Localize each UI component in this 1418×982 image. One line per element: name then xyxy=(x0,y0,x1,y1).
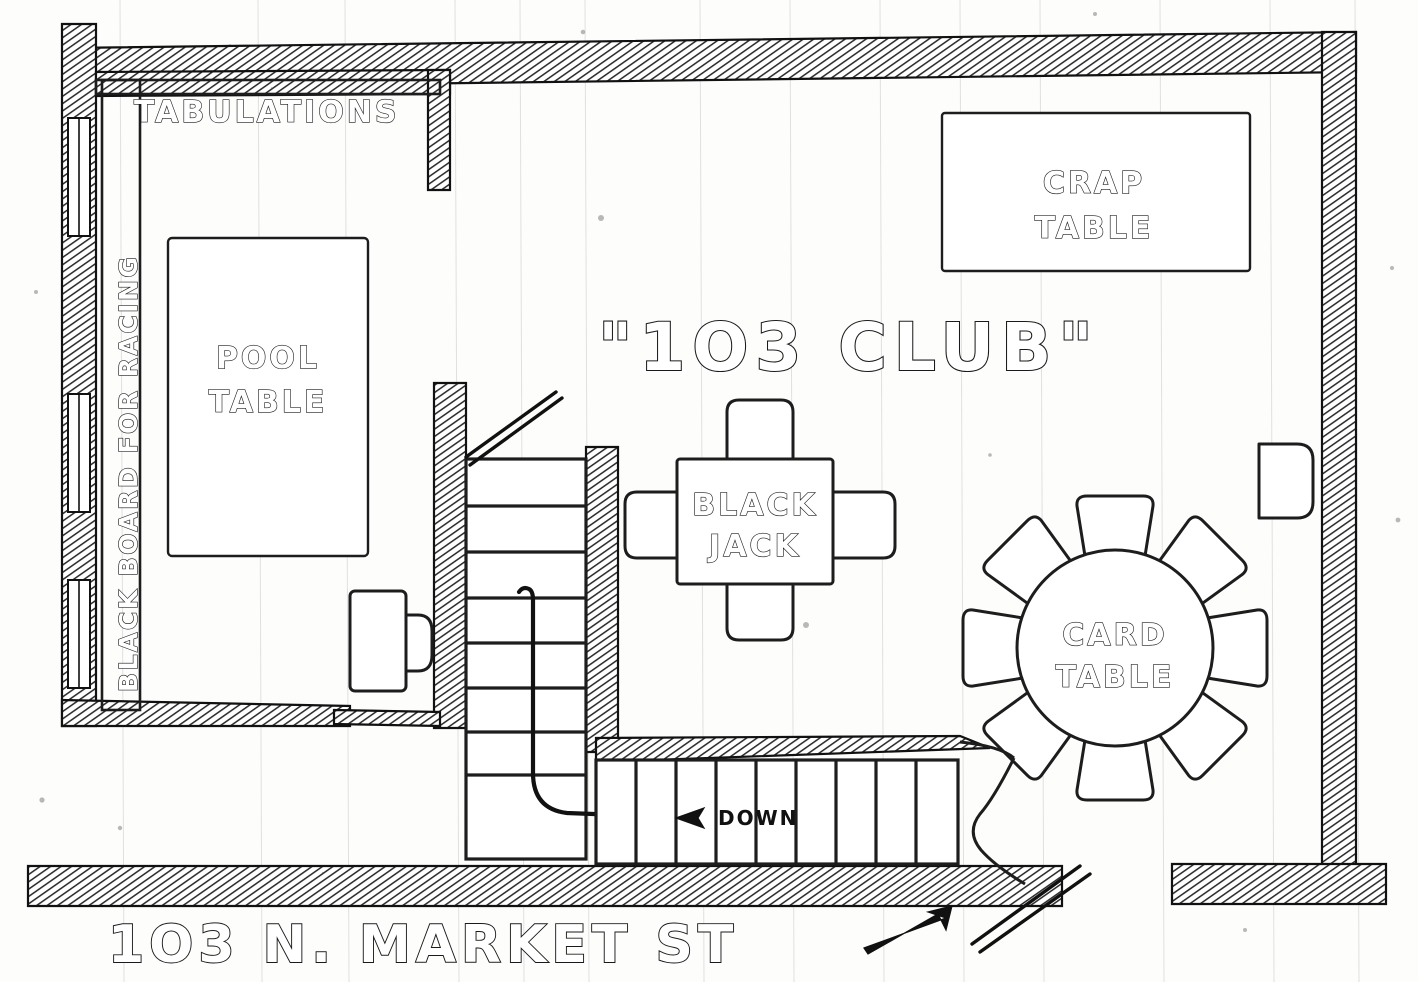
pool-table-label-line1: POOL xyxy=(216,341,320,376)
wall-bottom-right xyxy=(1170,862,1388,906)
lower-stair-flight: DOWN xyxy=(594,758,960,866)
card-table-seats xyxy=(961,494,1269,802)
wall-desk-stub xyxy=(332,708,442,728)
black-jack-label-line2: JACK xyxy=(707,529,801,564)
wall-right xyxy=(1320,30,1358,882)
upper-stair-flight xyxy=(464,457,703,861)
black-jack-seat-east xyxy=(831,490,897,560)
black-jack-seat-north xyxy=(725,398,795,464)
down-arrow-icon xyxy=(674,806,706,830)
right-wall-chair xyxy=(1257,442,1315,520)
desk-and-chair xyxy=(348,589,434,693)
pool-table-label-line2: TABLE xyxy=(209,385,328,420)
wall-stair-right xyxy=(584,445,620,754)
stairs-down-label: DOWN xyxy=(718,806,798,830)
interior-walls xyxy=(94,68,991,764)
wall-tabulation-header xyxy=(94,68,452,98)
card-table-top xyxy=(1015,548,1215,748)
pool-table: POOL TABLE xyxy=(166,236,370,558)
wall-chair xyxy=(1257,442,1315,520)
stair-handrail xyxy=(516,585,703,821)
wall-bottom-left xyxy=(26,864,1064,908)
wall-tabulation-side xyxy=(426,68,452,192)
blackboard-for-racing: BLACK BOARD FOR RACING xyxy=(100,78,144,712)
desk xyxy=(348,589,408,693)
entry-arrow-icon xyxy=(863,905,953,955)
street-label: 1O3 N. MARKET ST xyxy=(108,915,738,975)
card-table-label-line2: TABLE xyxy=(1056,660,1175,695)
card-table-guide-lines xyxy=(959,740,1026,886)
exterior-walls xyxy=(26,22,1388,908)
door-upper-leaf xyxy=(464,390,558,459)
stair-treads-lower xyxy=(634,760,918,864)
card-table-label-line1: CARD xyxy=(1062,618,1167,653)
blackboard-label: BLACK BOARD FOR RACING xyxy=(114,255,143,692)
card-seat-5 xyxy=(961,608,1025,688)
tabulations-board: TABULATIONS xyxy=(94,78,442,131)
black-jack-table: BLACK JACK xyxy=(623,398,897,642)
wall-blackboard-return xyxy=(60,698,352,728)
desk-chair xyxy=(404,613,434,673)
card-seat-1 xyxy=(1205,608,1269,688)
crap-table: CRAP TABLE xyxy=(940,111,1252,273)
page-title: "1O3 CLUB" xyxy=(598,309,1100,386)
door-upper-swing xyxy=(468,396,564,467)
wall-left-window-openings xyxy=(67,117,91,689)
crap-table-label-line2: TABLE xyxy=(1035,211,1154,246)
tabulations-label: TABULATIONS xyxy=(134,95,399,130)
wall-stair-left xyxy=(432,381,468,730)
door-entry-leaf xyxy=(970,864,1082,946)
card-seat-3 xyxy=(1075,738,1155,802)
crap-table-label-line1: CRAP xyxy=(1043,166,1145,201)
card-table: CARD TABLE xyxy=(961,494,1269,802)
black-jack-label-line1: BLACK xyxy=(692,488,817,523)
stair-treads-upper xyxy=(466,504,586,777)
black-jack-seat-west xyxy=(623,490,689,560)
entry-arrow xyxy=(863,905,953,955)
card-seat-7 xyxy=(1075,494,1155,558)
door-entry-swing xyxy=(978,872,1092,954)
doors xyxy=(464,390,1092,954)
black-jack-seat-south xyxy=(725,576,795,642)
